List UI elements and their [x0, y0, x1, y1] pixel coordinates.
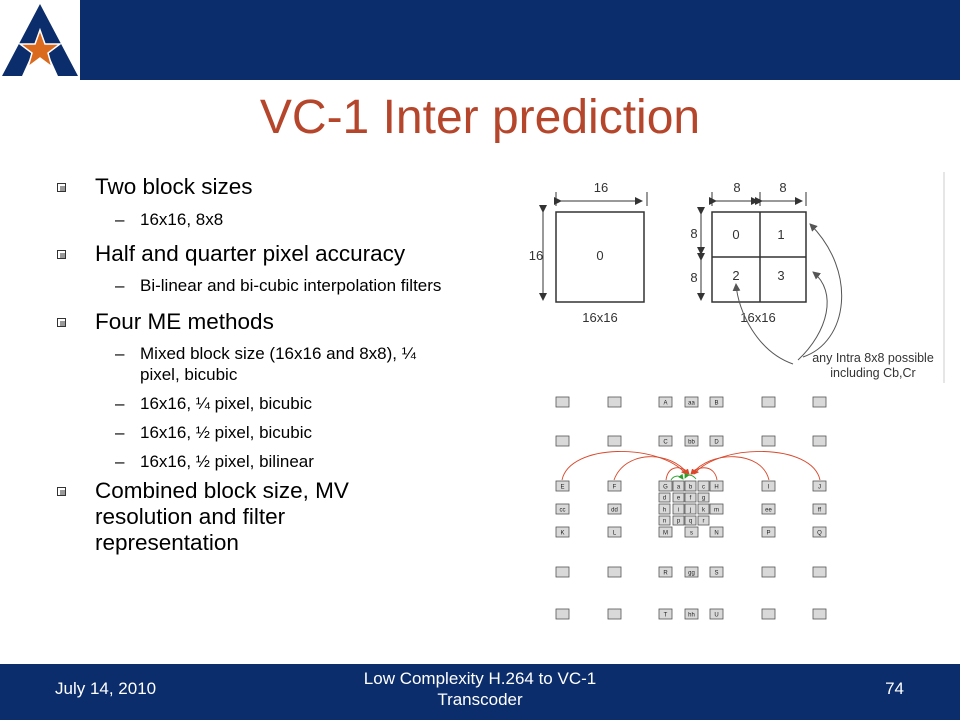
pixel-label: F: [613, 485, 617, 491]
subbullet-text: Mixed block size (16x16 and 8x8), ¼ pixe…: [140, 344, 416, 384]
uta-logo-icon: [2, 4, 78, 76]
pixel-label: K: [560, 531, 564, 537]
quad-label: 2: [732, 268, 739, 283]
pixel-label: L: [613, 531, 617, 537]
interpolation-grid-diagram: A aa B C bb D E F G a b c H I J d e f g …: [540, 388, 840, 624]
subbullet-text: 16x16, ½ pixel, bicubic: [140, 423, 312, 442]
pixel-label: i: [678, 508, 679, 514]
block-16x16: [555, 211, 645, 303]
pixel-label: dd: [611, 508, 618, 514]
pixel-label: p: [677, 519, 681, 525]
bullet-combined: Combined block size, MV resolution and f…: [55, 478, 435, 556]
pixel-label: ff: [818, 508, 822, 514]
bullet-text: Four ME methods: [95, 309, 274, 334]
footer-bar: July 14, 2010 Low Complexity H.264 to VC…: [0, 664, 960, 720]
note-text: any Intra 8x8 possible: [812, 351, 934, 365]
pixel-label: m: [714, 508, 719, 514]
pixel-label: C: [663, 440, 668, 446]
pixel-label: E: [560, 485, 564, 491]
footer-date: July 14, 2010: [55, 679, 157, 698]
pixel-label: b: [689, 485, 693, 491]
pixel-label: D: [714, 440, 719, 446]
subbullet-text: Bi-linear and bi-cubic interpolation fil…: [140, 276, 442, 295]
caption-left: 16x16: [582, 310, 617, 325]
pixel-label: S: [714, 571, 718, 577]
quad-label: 3: [777, 268, 784, 283]
dim-label: 16: [529, 248, 543, 263]
dim-label: 8: [733, 180, 740, 195]
subbullet-method-3: –16x16, ½ pixel, bicubic: [115, 423, 312, 442]
subbullet-filters: –Bi-linear and bi-cubic interpolation fi…: [115, 276, 442, 295]
pixel-label: U: [714, 613, 718, 619]
pixel-label: d: [663, 496, 666, 502]
subbullet-text: 16x16, ¼ pixel, bicubic: [140, 394, 312, 413]
pixel-label: s: [690, 531, 693, 537]
bullet-pixel-accuracy: Half and quarter pixel accuracy: [55, 241, 475, 267]
subbullet-text: 16x16, ½ pixel, bilinear: [140, 452, 314, 471]
square-bullet-icon: [57, 183, 66, 192]
pixel-label: q: [689, 519, 692, 525]
bullet-list: Two block sizes –16x16, 8x8 Half and qua…: [55, 170, 475, 556]
block-size-diagram: 16 16 0 16x16 8 8 8 8 0 1 2 3 16x16 any …: [518, 172, 945, 384]
pixel-label: r: [703, 519, 705, 525]
dim-label: 8: [690, 226, 697, 241]
quad-label: 0: [732, 227, 739, 242]
subbullet-text: 16x16, 8x8: [140, 210, 224, 229]
pixel-label: H: [714, 485, 718, 491]
pixel-label: f: [690, 496, 692, 502]
pixel-label: I: [768, 485, 770, 491]
pixel-label: T: [664, 613, 668, 619]
pixel-label: hh: [688, 613, 695, 619]
slide-title: VC-1 Inter prediction: [259, 91, 701, 144]
pixel-label: Q: [817, 531, 822, 537]
university-logo: [0, 0, 80, 80]
bullet-text: Half and quarter pixel accuracy: [95, 241, 406, 266]
pixel-label: B: [714, 401, 718, 407]
pixel-label: a: [677, 485, 681, 491]
pixel-label: g: [702, 496, 705, 502]
pixel-label: ee: [765, 508, 772, 514]
bullet-text: Two block sizes: [95, 174, 253, 199]
bullet-text: Combined block size, MV resolution and f…: [95, 478, 349, 555]
square-bullet-icon: [57, 487, 66, 496]
pixel-label: aa: [688, 401, 695, 407]
note-text: including Cb,Cr: [830, 366, 915, 380]
subbullet-method-4: –16x16, ½ pixel, bilinear: [115, 452, 314, 471]
pixel-label: bb: [688, 440, 695, 446]
pixel-label: h: [663, 508, 666, 514]
pixel-label: gg: [688, 571, 695, 577]
pixel-label: R: [663, 571, 668, 577]
pixel-label: J: [818, 485, 821, 491]
square-bullet-icon: [57, 250, 66, 259]
header-bar: [0, 0, 960, 80]
pixel-label: P: [766, 531, 770, 537]
quad-label: 1: [777, 227, 784, 242]
pixel-label: j: [689, 508, 691, 514]
pixel-label: e: [677, 496, 681, 502]
block-label: 0: [596, 248, 603, 263]
pixel-label: k: [702, 508, 706, 514]
subbullet-method-2: –16x16, ¼ pixel, bicubic: [115, 394, 312, 413]
dim-label: 8: [779, 180, 786, 195]
bullet-block-sizes: Two block sizes: [55, 174, 475, 200]
bullet-me-methods: Four ME methods: [55, 309, 475, 335]
pixel-label: n: [663, 519, 666, 525]
pixel-label: G: [663, 485, 668, 491]
dim-label: 8: [690, 270, 697, 285]
pixel-label: c: [702, 485, 705, 491]
footer-title: Low Complexity H.264 to VC-1 Transcoder: [363, 669, 597, 709]
pixel-label: N: [714, 531, 718, 537]
pixel-label: cc: [560, 508, 566, 514]
page-number: 74: [885, 679, 904, 698]
subbullet-sizes: –16x16, 8x8: [115, 210, 224, 229]
pixel-label: A: [663, 401, 667, 407]
caption-right: 16x16: [740, 310, 775, 325]
dim-label: 16: [594, 180, 608, 195]
square-bullet-icon: [57, 318, 66, 327]
pixel-label: M: [663, 531, 668, 537]
subbullet-method-1: –Mixed block size (16x16 and 8x8), ¼ pix…: [115, 344, 416, 384]
